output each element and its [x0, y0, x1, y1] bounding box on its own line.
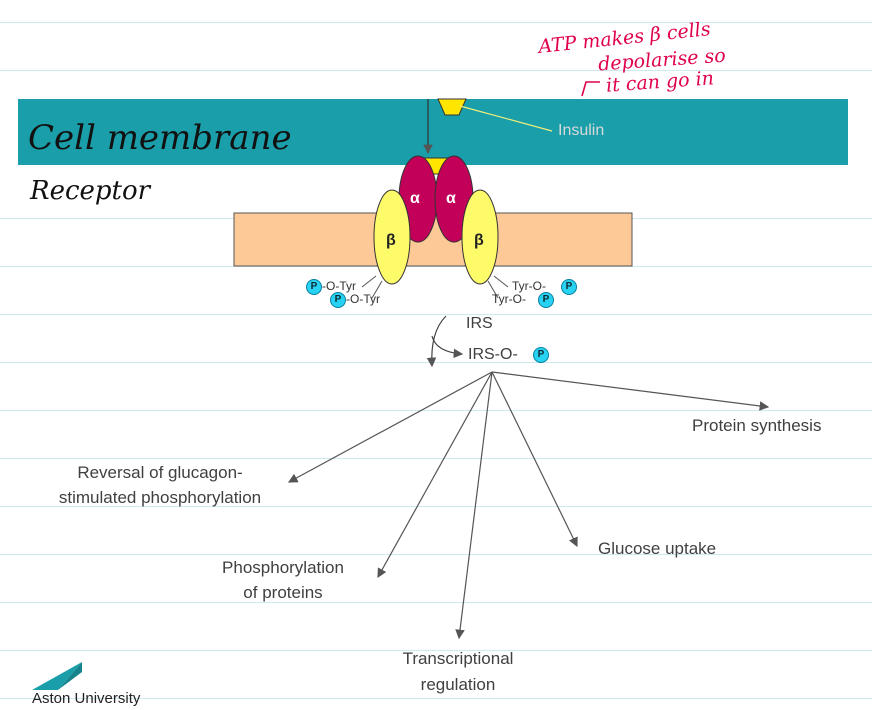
ruled-line: [0, 506, 872, 507]
outcome-reversal-line-1: Reversal of glucagon-: [77, 463, 243, 482]
phospho-tyr-right-2: Tyr-O-: [492, 292, 526, 306]
phospho-tyr-left-2: -O-Tyr: [346, 292, 380, 306]
ruled-line: [0, 650, 872, 651]
ruled-line: [0, 458, 872, 459]
ruled-line: [0, 314, 872, 315]
tyr-connector: [361, 275, 377, 288]
outcome-transcription-line-1: Transcriptional: [402, 649, 514, 668]
phosphate-badge: P: [561, 279, 577, 295]
outcome-glucose-uptake: Glucose uptake: [598, 539, 717, 558]
membrane-band: [18, 99, 848, 165]
ruled-line: [0, 22, 872, 23]
alpha-label-right: α: [446, 190, 456, 207]
beta-subunit-left: [373, 189, 411, 285]
outcome-reversal-line-2: stimulated phosphorylation: [58, 488, 262, 507]
phosphate-badge: P: [533, 347, 549, 363]
ruled-line: [0, 554, 872, 555]
arrow-to-reversal: [287, 371, 493, 483]
beta-label-right: β: [474, 232, 484, 249]
beta-subunit-right: [461, 189, 499, 285]
irs-p-label: IRS-O-: [468, 346, 518, 363]
receptor-label: Receptor: [30, 176, 151, 206]
phospho-tyr-left-1: -O-Tyr: [322, 279, 356, 293]
alpha-label-left: α: [410, 190, 420, 207]
insulin-molecule: [437, 98, 467, 116]
irs-arrow: [426, 315, 447, 368]
arrow-to-phosphorylation: [377, 371, 493, 579]
outcome-phosphorylation-line-2: of proteins: [243, 583, 323, 602]
annotation-arrow: [581, 81, 600, 97]
phosphate-badge: P: [306, 279, 322, 295]
tyr-connector: [493, 275, 509, 288]
ruled-line: [0, 410, 872, 411]
ruled-line: [0, 70, 872, 71]
irs-label: IRS: [466, 315, 493, 332]
ruled-line: [0, 602, 872, 603]
phosphate-badge: P: [330, 292, 346, 308]
outcome-transcription-line-2: regulation: [420, 675, 496, 694]
phosphate-badge: P: [538, 292, 554, 308]
aston-logo-mark: [32, 662, 82, 690]
outcome-phosphorylation-line-1: Phosphorylation: [222, 558, 344, 577]
ruled-line: [0, 698, 872, 699]
membrane-label: Cell membrane: [28, 118, 292, 158]
outcome-protein-synthesis: Protein synthesis: [692, 416, 822, 435]
tyr-connector: [487, 280, 499, 299]
arrow-to-glucose-uptake: [491, 371, 578, 548]
insulin-pointer-line: [459, 105, 553, 132]
aston-logo-text: Aston University: [32, 690, 141, 707]
aston-logo-mark: [58, 662, 82, 690]
irs-phosphorylation-arrow: [431, 335, 464, 359]
phospho-tyr-right-1: Tyr-O-: [512, 279, 546, 293]
arrow-to-transcription: [455, 371, 493, 640]
tyr-connector: [371, 280, 383, 299]
beta-label-left: β: [386, 232, 396, 249]
arrow-to-protein-synthesis: [491, 371, 770, 411]
insulin-label: Insulin: [558, 122, 605, 139]
